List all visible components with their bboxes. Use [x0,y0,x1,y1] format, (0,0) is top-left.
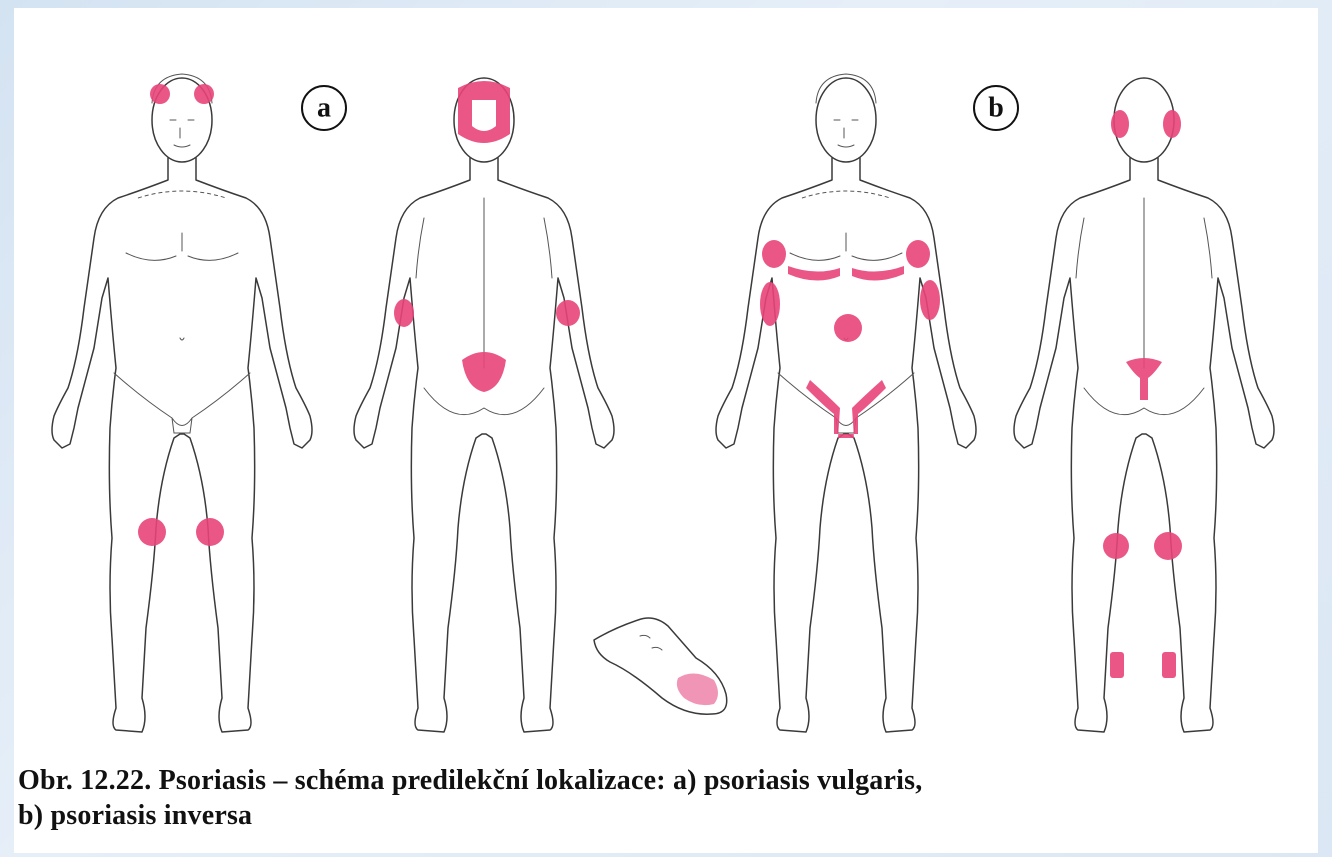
lesion-axilla-right [906,240,930,268]
lesion-retroauricular-right [1163,110,1181,138]
panel-a-marker: a [302,86,346,130]
lesion-knee-left [138,518,166,546]
lesion-submammary-right [852,266,904,281]
lesion-nail [677,673,718,705]
panel-b-label: b [988,93,1004,124]
lesion-scalp-left [150,84,170,104]
fingernail-illustration [594,618,727,714]
lesion-submammary-left [788,266,840,281]
figure-b-front [716,74,976,732]
lesion-arm-right [920,280,940,320]
figure-caption: Obr. 12.22. Psoriasis – schéma predilekč… [18,763,1318,833]
lesion-popliteal-left [1103,533,1129,559]
lesion-sacral [462,352,506,392]
figure-a-back [354,78,614,732]
lesion-scalp-right [194,84,214,104]
lesion-umbilicus [834,314,862,342]
lesion-axilla-left [762,240,786,268]
lesion-knee-right [196,518,224,546]
body-diagram: a b [14,8,1318,768]
lesion-popliteal-right [1154,532,1182,560]
lesion-retroauricular-left [1111,110,1129,138]
panel-b-marker: b [974,86,1018,130]
figure-a-front [52,74,312,732]
figure-panel: a b [14,8,1318,853]
lesion-ankle-left [1110,652,1124,678]
lesion-occipital-scalp [458,81,510,143]
panel-a-label: a [317,93,331,124]
lesion-elbow-left [394,299,414,327]
caption-line-2: b) psoriasis inversa [18,798,1318,833]
lesion-groin [806,380,886,438]
lesion-intergluteal [1126,358,1162,400]
lesion-ankle-right [1162,652,1176,678]
lesion-arm-left [760,282,780,326]
figure-b-back [1014,78,1274,732]
caption-line-1: Obr. 12.22. Psoriasis – schéma predilekč… [18,763,1318,798]
lesion-elbow-right [556,300,580,326]
